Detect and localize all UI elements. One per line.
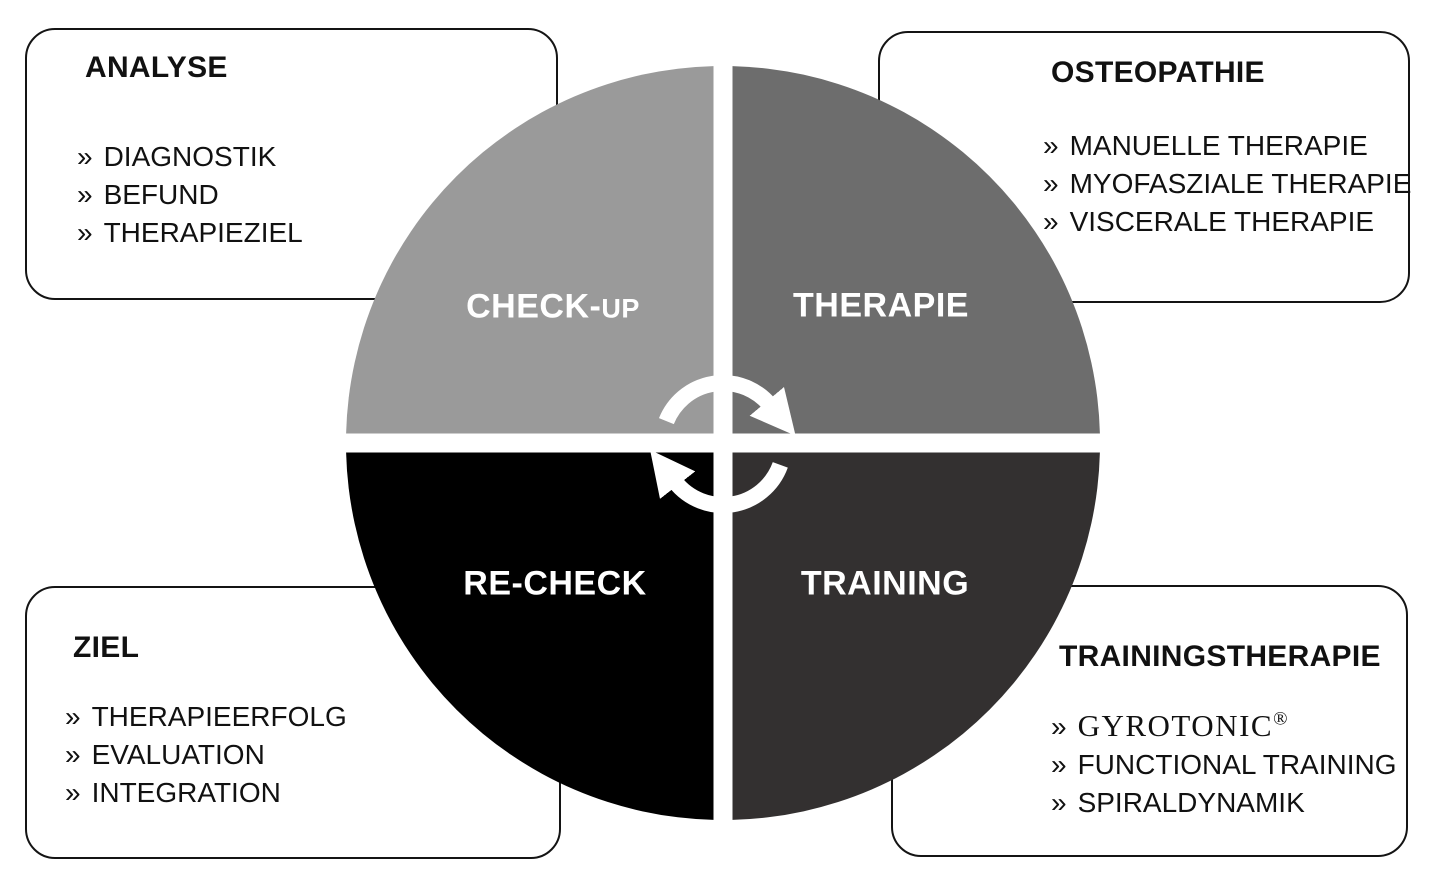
list-item-label: THERAPIEZIEL	[103, 217, 303, 248]
chevron-bullet-icon: »	[1043, 206, 1059, 237]
chevron-bullet-icon: »	[77, 141, 93, 172]
chevron-bullet-icon: »	[65, 739, 81, 770]
list-item: » MANUELLE THERAPIE	[1043, 127, 1400, 165]
box-title-ziel: ZIEL	[73, 631, 140, 664]
box-title-osteopathie: OSTEOPATHIE	[1051, 56, 1265, 89]
list-item: » GYROTONIC®	[1051, 707, 1398, 746]
list-item-label: INTEGRATION	[91, 777, 281, 808]
chevron-bullet-icon: »	[1043, 130, 1059, 161]
chevron-bullet-icon: »	[65, 701, 81, 732]
list-item: » SPIRALDYNAMIK	[1051, 784, 1398, 822]
quadrant-re-check	[346, 452, 714, 820]
list-item: » BEFUND	[77, 176, 548, 214]
cycle-arrow-bottom	[650, 449, 788, 513]
quadrant-training	[732, 452, 1100, 820]
list-item: » VISCERALE THERAPIE	[1043, 203, 1400, 241]
info-box-analyse: ANALYSE » DIAGNOSTIK » BEFUND » THERAPIEZIE…	[25, 28, 558, 300]
list-item: » INTEGRATION	[65, 774, 551, 812]
quadrant-label-therapie: THERAPIE	[793, 286, 969, 325]
quadrant-label-training: TRAINING	[800, 564, 970, 603]
chevron-bullet-icon: »	[1051, 711, 1067, 742]
box-item-list: » THERAPIEERFOLG » EVALUATION » INTEGRATION	[65, 698, 551, 812]
box-item-list: » MANUELLE THERAPIE » MYOFASZIALE THERAPIE…	[1043, 127, 1411, 241]
list-item-label: VISCERALE THERAPIE	[1069, 206, 1375, 237]
list-item-label-gyrotonic: GYROTONIC®	[1077, 708, 1288, 743]
chevron-bullet-icon: »	[1051, 749, 1067, 780]
box-item-list: » GYROTONIC® » FUNCTIONAL TRAINING » SPIRAL…	[1051, 707, 1398, 822]
quadrant-check-up	[346, 66, 714, 434]
chevron-bullet-icon: »	[1043, 168, 1059, 199]
list-item: » DIAGNOSTIK	[77, 138, 548, 176]
list-item-label: DIAGNOSTIK	[103, 141, 277, 172]
chevron-bullet-icon: »	[77, 179, 93, 210]
quadrant-therapie	[732, 66, 1100, 434]
chevron-bullet-icon: »	[77, 217, 93, 248]
list-item-label: EVALUATION	[91, 739, 265, 770]
list-item-label: SPIRALDYNAMIK	[1077, 787, 1305, 818]
quadrant-label-check-up: CHECK-UP	[466, 287, 640, 326]
list-item-label: THERAPIEERFOLG	[91, 701, 347, 732]
list-item-label: MANUELLE THERAPIE	[1069, 130, 1368, 161]
list-item: » EVALUATION	[65, 736, 551, 774]
box-item-list: » DIAGNOSTIK » BEFUND » THERAPIEZIEL	[77, 138, 548, 252]
list-item-label: FUNCTIONAL TRAINING	[1077, 749, 1397, 780]
cycle-arrows-icon	[650, 375, 796, 513]
list-item-label: BEFUND	[103, 179, 219, 210]
cycle-arrow-top	[658, 375, 796, 436]
registered-trademark-icon: ®	[1273, 708, 1288, 730]
list-item: » THERAPIEZIEL	[77, 214, 548, 252]
quadrant-label-re-check: RE-CHECK	[463, 564, 647, 603]
box-title-trainingstherapie: TRAININGSTHERAPIE	[1059, 640, 1381, 673]
list-item: » THERAPIEERFOLG	[65, 698, 551, 736]
list-item: » FUNCTIONAL TRAINING	[1051, 746, 1398, 784]
chevron-bullet-icon: »	[65, 777, 81, 808]
list-item: » MYOFASZIALE THERAPIE	[1043, 165, 1411, 203]
list-item-label: MYOFASZIALE THERAPIE	[1069, 168, 1412, 199]
chevron-bullet-icon: »	[1051, 787, 1067, 818]
box-title-analyse: ANALYSE	[85, 51, 228, 84]
